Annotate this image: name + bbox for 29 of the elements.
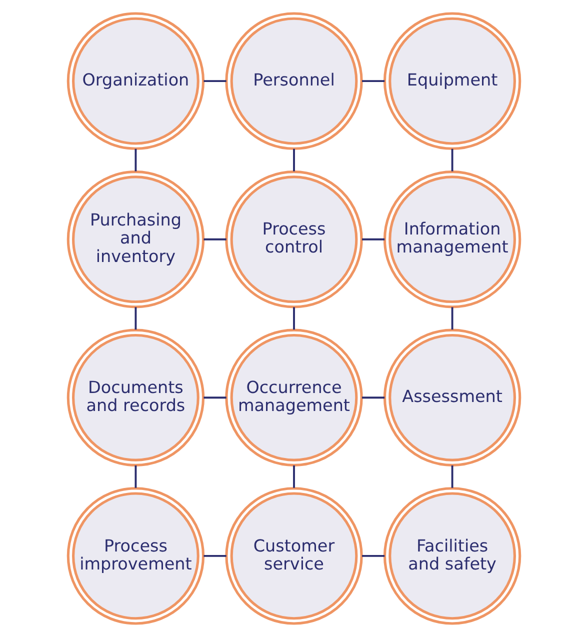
- node-circle: Information management: [382, 170, 521, 308]
- connector: [450, 148, 453, 172]
- connector: [203, 80, 226, 82]
- connector: [362, 238, 384, 240]
- connector: [292, 465, 294, 488]
- connector: [450, 307, 453, 330]
- connector: [362, 554, 384, 557]
- node-circle: Facilities and safety: [382, 487, 521, 625]
- node-circle: Purchasing and inventory: [66, 170, 204, 308]
- connector: [362, 80, 384, 82]
- node-circle: Documents and records: [66, 328, 204, 466]
- node-circle: Process control: [224, 170, 362, 308]
- connector: [362, 396, 384, 399]
- connector: [450, 465, 453, 488]
- node-circle: Customer service: [224, 487, 362, 625]
- connector: [203, 554, 226, 557]
- node-circle: Equipment: [382, 12, 521, 150]
- connector: [134, 148, 136, 172]
- connector: [134, 307, 136, 330]
- node-circle: Process improvement: [66, 487, 204, 625]
- node-circle: Occurrence management: [224, 328, 362, 466]
- connector: [292, 307, 294, 330]
- connector: [134, 465, 136, 488]
- node-circle: Organization: [66, 12, 204, 150]
- connector: [203, 396, 226, 399]
- connector: [292, 148, 294, 172]
- node-circle: Assessment: [382, 328, 521, 466]
- node-circle: Personnel: [224, 12, 362, 150]
- connector: [203, 238, 226, 240]
